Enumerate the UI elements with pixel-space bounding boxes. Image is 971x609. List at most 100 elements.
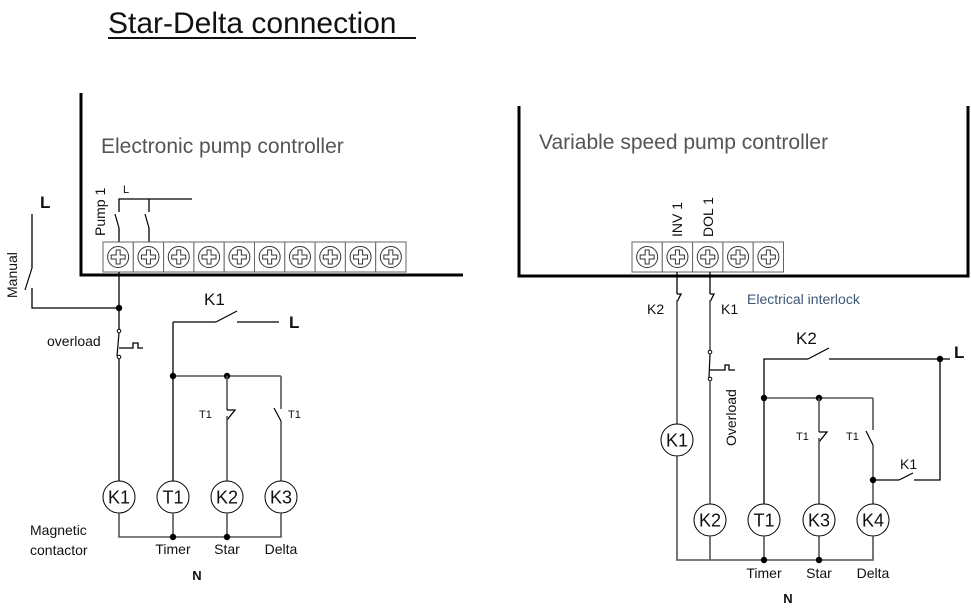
k1-hold-wire [914,359,941,481]
coil-label: K2 [699,511,721,531]
coil-label: T1 [162,488,183,508]
screw-cross-icon [760,249,776,265]
t1-no-contact [865,430,874,446]
manual-label: Manual [4,252,20,298]
overload-label: overload [47,333,101,349]
manual-switch [24,267,33,291]
k2-contact [807,347,830,360]
t1-no-label: T1 [288,409,301,421]
junction-dot [760,394,768,402]
delta-label: Delta [265,541,298,557]
k1-hold-contact [898,472,914,481]
screw-cross-icon [231,249,247,265]
k1-interlock-contact [709,293,716,303]
screw-icon [757,246,780,268]
overload-symbol [119,342,143,349]
coil-label: K3 [808,511,830,531]
terminal [102,241,134,273]
k2-contact-label: K2 [796,329,817,348]
t1-branch-wire [763,358,808,527]
overload-symbol [710,364,735,371]
screw-cross-icon [110,249,126,265]
right-terminal-strip [631,241,785,273]
screw-cross-icon [140,249,156,265]
junction-dot [169,533,177,541]
terminal [163,241,195,273]
junction-dot [169,372,177,380]
terminal [631,241,663,273]
right-neutral-label: N [783,591,792,606]
screw-cross-icon [669,249,685,265]
terminal [375,241,407,273]
coil-label: K3 [270,488,292,508]
pump-label: Pump 1 [92,188,108,236]
junction-dot [815,556,823,564]
k1-contact-label: K1 [204,290,225,309]
right-circuit: Variable speed pump controller INV 1 DOL… [517,106,970,606]
junction-dot [223,533,231,541]
coil-k2: K2 [693,503,727,537]
internal-line-label: L [123,184,129,196]
diagram-title: Star-Delta connection [108,7,397,40]
coil-label: K1 [108,488,130,508]
screw-icon [228,246,251,268]
k1-hold-label: K1 [900,456,917,472]
screw-cross-icon [730,249,746,265]
screw-icon [167,246,190,268]
internal-wire [118,198,192,212]
dol1-label: DOL 1 [700,197,716,237]
terminal [661,241,694,273]
inv1-label: INV 1 [669,202,685,237]
overload-terminal [707,376,713,382]
coil-label: K2 [216,488,238,508]
coil-k1: K1 [660,423,694,457]
coil-t1: T1 [156,480,190,514]
coil-label: K4 [862,511,884,531]
screw-icon [137,246,160,268]
right-t1-nc-label: T1 [796,431,809,443]
coil-k2: K2 [210,480,244,514]
right-overload-label: Overload [723,389,739,446]
left-controller-label: Electronic pump controller [101,135,344,158]
coil-k4: K4 [856,503,890,537]
screw-icon [288,246,311,268]
screw-icon [198,246,221,268]
magnetic-contactor-label-1: Magnetic [30,522,87,538]
t1-nc-label: T1 [199,409,212,421]
left-coils: K1 T1 K2 K3 [102,480,298,514]
overload-terminal [707,349,713,355]
terminal [752,241,785,273]
right-controller-label: Variable speed pump controller [539,131,828,154]
t1-no-contact [273,407,282,422]
screw-icon [319,246,342,268]
k1-supply-label: L [289,313,299,332]
left-neutral-label: N [192,568,201,583]
coil-k1: K1 [102,480,136,514]
coil-label: T1 [753,511,774,531]
overload-contact [116,332,120,357]
k2-interlock-contact [676,293,683,303]
screw-cross-icon [353,249,369,265]
terminal [223,241,255,273]
manual-wire [31,288,119,309]
t1-nc-contact [226,409,237,421]
left-terminal-strip [102,241,407,273]
left-controller-box [79,93,463,277]
terminal [314,241,346,273]
pump-contact-1 [114,213,120,229]
screw-icon [107,246,130,268]
right-star-label: Star [806,565,832,581]
electrical-interlock-label: Electrical interlock [747,291,861,307]
screw-cross-icon [322,249,338,265]
timer-label: Timer [155,541,191,557]
screw-icon [636,246,659,268]
k1-contact [215,310,238,323]
screw-cross-icon [292,249,308,265]
left-circuit: Electronic pump controller Pump 1 L L Ma… [4,93,463,583]
screw-cross-icon [262,249,278,265]
terminal [254,241,286,273]
terminal [692,241,724,273]
left-supply-label: L [40,193,50,212]
